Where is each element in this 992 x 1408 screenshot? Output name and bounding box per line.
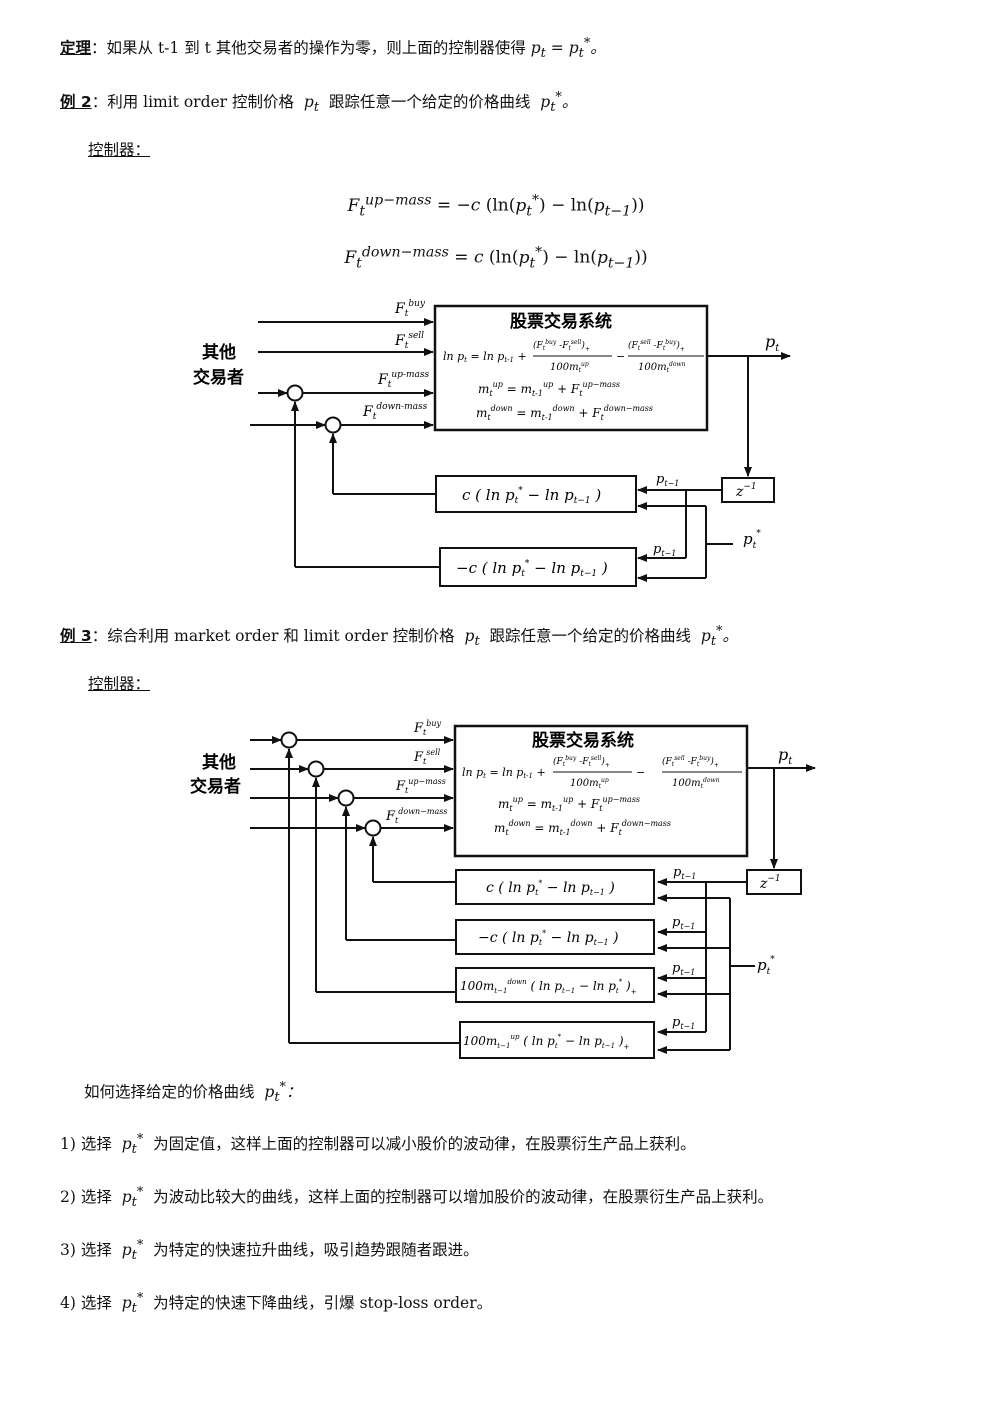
svg-text:(Ftsell -Ftbuy)+: (Ftsell -Ftbuy)+: [628, 339, 685, 353]
choice-math: pt*: [116, 1291, 144, 1317]
output-label-2: pt: [778, 745, 793, 767]
svg-text:−: −: [616, 350, 625, 363]
feedback-box2-down: [455, 967, 655, 1003]
eq-up-2: mtup = mt-1up + Ftup−mass: [498, 795, 640, 813]
feedback2-text-up: 100mt−1up ( ln pt* − ln pt−1 )+: [463, 1033, 630, 1051]
theorem-line: 定理：如果从 t-1 到 t 其他交易者的操作为零，则上面的控制器使得 pt =…: [60, 32, 606, 66]
eq-down-2: mtdown = mt-1down + Ftdown−mass: [494, 819, 671, 837]
input-up-mass-2: Ftup−mass: [395, 777, 446, 795]
input-buy-1: Ftbuy: [394, 299, 426, 319]
example3-text-post: 跟踪任意一个给定的价格曲线: [489, 627, 692, 646]
output-label-1: pt: [765, 332, 780, 354]
choice-num: 1) 选择: [60, 1135, 112, 1154]
svg-text:(Ftbuy -Ftsell)+: (Ftbuy -Ftsell)+: [553, 755, 610, 769]
example3-label: 例 3: [60, 627, 92, 646]
example2-label: 例 2: [60, 93, 92, 112]
feedback-box2-c: [455, 869, 655, 905]
target-label-2: pt*: [757, 955, 775, 977]
example2-text-pre: ：利用 limit order 控制价格: [91, 93, 295, 112]
prev-label-2b: pt−1: [672, 915, 695, 931]
feedback-box2-up: [459, 1021, 655, 1059]
choice-math: pt*: [116, 1132, 144, 1158]
system-box-1: [433, 304, 709, 432]
delay-label-1: z−1: [735, 482, 757, 500]
choice-text: 为固定值，这样上面的控制器可以减小股价的波动律，在股票衍生产品上获利。: [153, 1135, 696, 1154]
feedback-text-c: c ( ln pt* − ln pt−1 ): [462, 486, 601, 506]
choose-intro-text: 如何选择给定的价格曲线: [84, 1083, 255, 1102]
choice-num: 2) 选择: [60, 1188, 112, 1207]
choice-item-1: 1) 选择 pt* 为固定值，这样上面的控制器可以减小股价的波动律，在股票衍生产…: [60, 1128, 696, 1162]
prev-label-1a: pt−1: [656, 472, 679, 488]
block-diagram-1: 股票交易系统 其他 交易者 Ftbuy Ftsell Ftup-mass Ftd…: [193, 299, 791, 587]
others-label-1b: 交易者: [193, 367, 244, 388]
example2-math-p: pt: [298, 93, 319, 116]
example3-math-target: pt*。: [696, 624, 739, 650]
choice-text: 为特定的快速拉升曲线，吸引趋势跟随者跟进。: [153, 1241, 479, 1260]
choose-intro-math: pt*：: [259, 1080, 302, 1106]
choice-item-3: 3) 选择 pt* 为特定的快速拉升曲线，吸引趋势跟随者跟进。: [60, 1234, 479, 1268]
input-down-mass-2: Ftdown−mass: [385, 807, 447, 825]
example2-math-target: pt*。: [535, 90, 578, 116]
system-title-2: 股票交易系统: [532, 730, 634, 751]
svg-text:100mtdown: 100mtdown: [672, 777, 720, 790]
example3-text-pre: ：综合利用 market order 和 limit order 控制价格: [91, 627, 455, 646]
svg-text:100mtup: 100mtup: [550, 361, 589, 374]
input-down-mass-1: Ftdown-mass: [362, 402, 428, 422]
feedback2-text-down: 100mt−1down ( ln pt−1 − ln pt* )+: [460, 978, 637, 996]
feedback2-text-c: c ( ln pt* − ln pt−1 ): [486, 879, 615, 897]
theorem-math: pt = pt*。: [530, 36, 606, 62]
prev-label-2c: pt−1: [672, 961, 695, 977]
others-label-2b: 交易者: [190, 776, 241, 797]
eq-price-2: ln pt = ln pt-1 +: [462, 766, 546, 780]
svg-text:100mtup: 100mtup: [570, 777, 609, 790]
others-label-2a: 其他: [202, 752, 236, 773]
system-box-2: [453, 724, 749, 858]
formula-up-mass: Ftup−mass = −c (ln(pt*) − ln(pt−1)): [347, 192, 645, 220]
example3-math-p: pt: [459, 627, 480, 650]
choice-item-2: 2) 选择 pt* 为波动比较大的曲线，这样上面的控制器可以增加股价的波动律，在…: [60, 1181, 773, 1215]
choose-intro: 如何选择给定的价格曲线 pt*：: [84, 1076, 301, 1110]
eq-price-1: ln pt = ln pt-1 +: [443, 350, 527, 364]
system-title-1: 股票交易系统: [510, 311, 612, 332]
controller-label-2: 控制器：: [88, 675, 151, 693]
input-sell-2: Ftsell: [413, 748, 441, 766]
example2-text-post: 跟踪任意一个给定的价格曲线: [328, 93, 531, 112]
formula-down-mass: Ftdown−mass = c (ln(pt*) − ln(pt−1)): [344, 244, 648, 272]
input-sell-1: Ftsell: [394, 331, 424, 351]
choice-math: pt*: [116, 1238, 144, 1264]
choice-num: 3) 选择: [60, 1241, 112, 1260]
feedback2-text-neg-c: −c ( ln pt* − ln pt−1 ): [478, 929, 619, 947]
eq-down-1: mtdown = mt-1down + Ftdown−mass: [476, 404, 653, 422]
input-buy-2: Ftbuy: [413, 719, 442, 737]
prev-label-2d: pt−1: [672, 1015, 695, 1031]
controller-label-1: 控制器：: [88, 141, 151, 159]
feedback-text-neg-c: −c ( ln pt* − ln pt−1 ): [456, 559, 608, 579]
block-diagram-2: 股票交易系统 其他 交易者 Ftbuy Ftsell Ftup−mass Ftd…: [190, 719, 816, 1059]
prev-label-1b: pt−1: [653, 542, 676, 558]
example3-line: 例 3：综合利用 market order 和 limit order 控制价格…: [60, 620, 738, 654]
choice-item-4: 4) 选择 pt* 为特定的快速下降曲线，引爆 stop-loss order。: [60, 1287, 492, 1321]
theorem-label: 定理: [60, 39, 92, 58]
svg-text:(Ftsell -Ftbuy)+: (Ftsell -Ftbuy)+: [662, 755, 719, 769]
choice-text: 为波动比较大的曲线，这样上面的控制器可以增加股价的波动律，在股票衍生产品上获利。: [153, 1188, 774, 1207]
svg-text:−: −: [636, 766, 645, 779]
choice-math: pt*: [116, 1185, 144, 1211]
target-label-1: pt*: [743, 529, 761, 551]
choice-num: 4) 选择: [60, 1294, 112, 1313]
svg-text:100mtdown: 100mtdown: [638, 361, 686, 374]
eq-up-1: mtup = mt-1up + Ftup−mass: [478, 380, 620, 398]
prev-label-2a: pt−1: [673, 865, 696, 881]
theorem-text: ：如果从 t-1 到 t 其他交易者的操作为零，则上面的控制器使得: [91, 39, 526, 58]
example2-line: 例 2：利用 limit order 控制价格 pt 跟踪任意一个给定的价格曲线…: [60, 86, 577, 120]
delay-label-2: z−1: [759, 874, 781, 892]
feedback-box2-neg-c: [455, 919, 655, 955]
choice-text: 为特定的快速下降曲线，引爆 stop-loss order。: [153, 1294, 493, 1313]
input-up-mass-1: Ftup-mass: [377, 370, 429, 390]
svg-text:(Ftbuy -Ftsell)+: (Ftbuy -Ftsell)+: [533, 339, 590, 353]
others-label-1a: 其他: [202, 342, 236, 363]
